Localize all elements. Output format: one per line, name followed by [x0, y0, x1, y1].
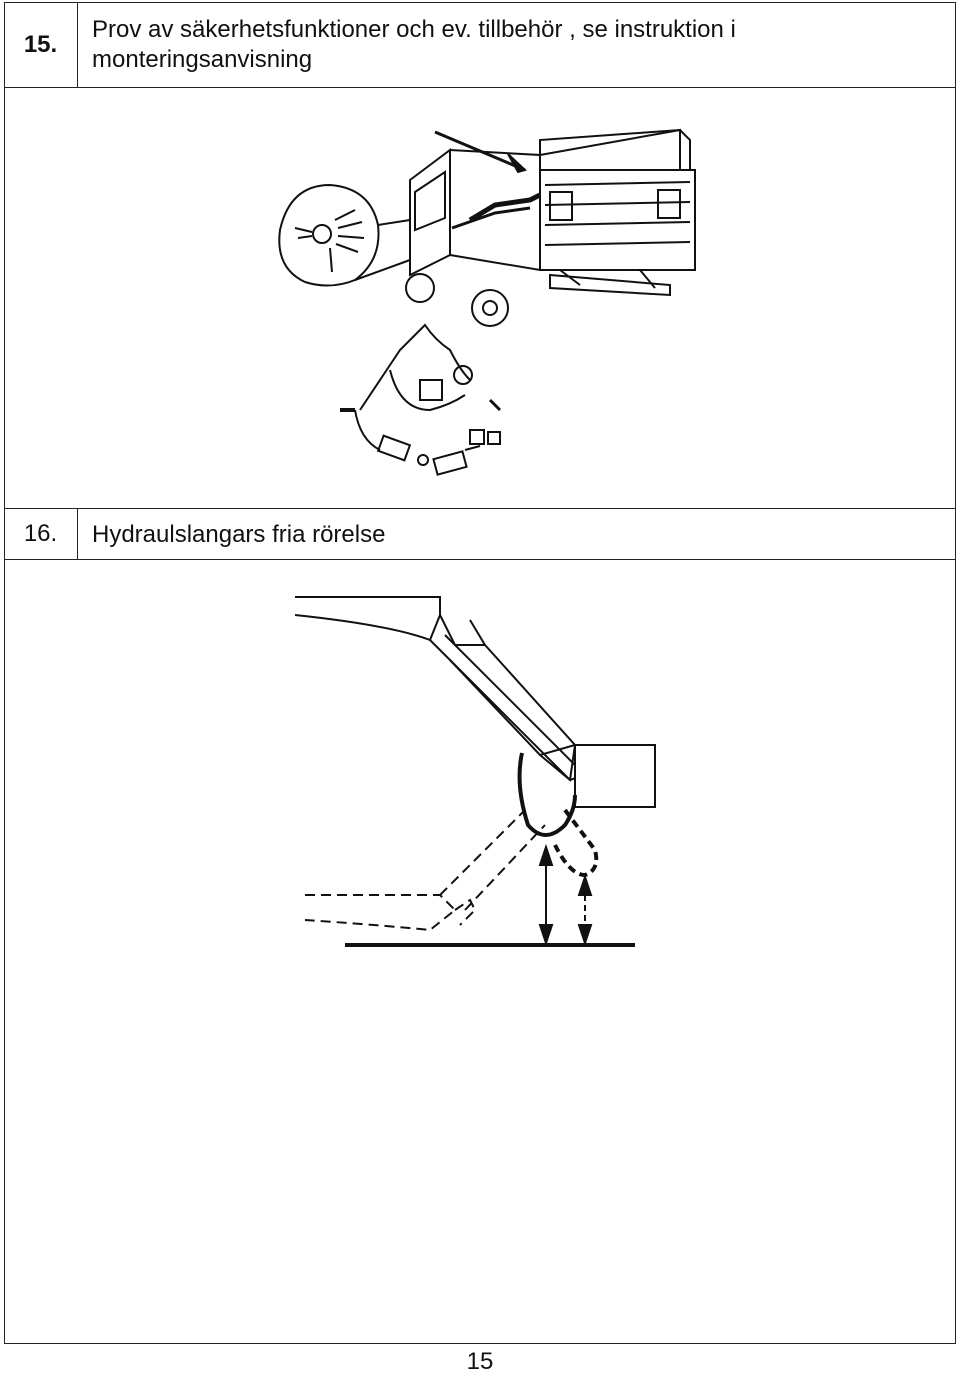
hydraulic-hose-illustration [294, 596, 656, 947]
hydraulic-hose [517, 752, 599, 878]
section-15-header: 15. Prov av säkerhetsfunktioner och ev. … [4, 2, 956, 88]
lift-arm-raised [294, 596, 656, 808]
truck-body [405, 128, 696, 327]
page-number: 15 [466, 1348, 494, 1375]
section-16-title-cell: Hydraulslangars fria rörelse [78, 509, 956, 559]
page-frame [4, 2, 956, 1344]
section-15-number-cell: 15. [4, 2, 78, 87]
section-16-title: Hydraulslangars fria rörelse [92, 521, 386, 548]
section-15-number: 15. [23, 30, 58, 58]
sensor-wiring-kit [340, 323, 502, 476]
magnified-lamp-detail [278, 183, 411, 287]
section-16-number-cell: 16. [4, 509, 78, 559]
section-16-header: 16. Hydraulslangars fria rörelse [4, 508, 956, 560]
section-15-title-cell: Prov av säkerhetsfunktioner och ev. till… [78, 2, 956, 87]
section-16-number: 16. [23, 520, 58, 547]
clearance-arrows [538, 843, 593, 947]
section-15-title: Prov av säkerhetsfunktioner och ev. till… [92, 16, 736, 73]
lift-arm-lowered-dashed [304, 809, 546, 932]
truck-tail-lift-illustration [278, 128, 696, 476]
